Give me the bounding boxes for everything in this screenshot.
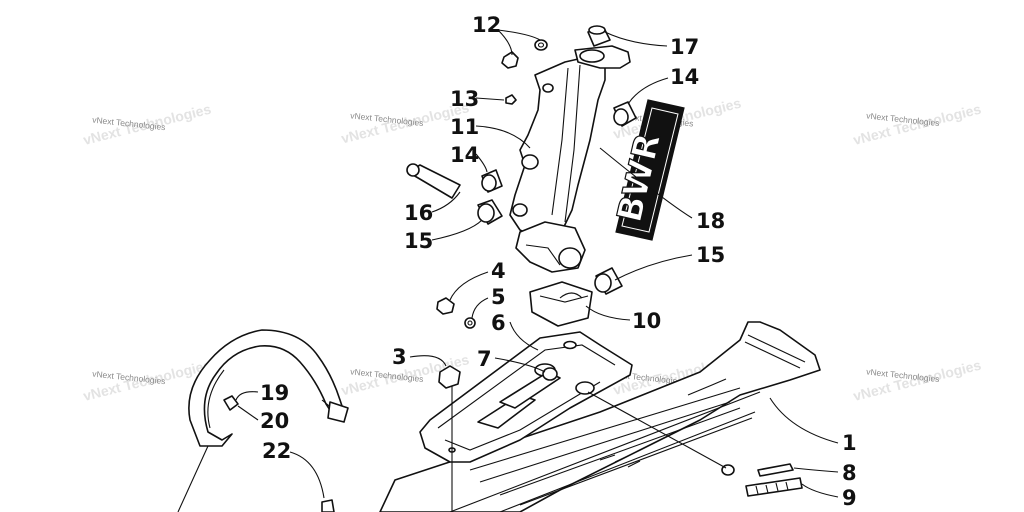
- callout-9: 9: [842, 486, 857, 510]
- callout-16: 16: [404, 201, 433, 225]
- leader-lines: [177, 29, 839, 512]
- callout-3: 3: [392, 345, 407, 369]
- callout-22: 22: [262, 439, 291, 463]
- ski-part: [379, 321, 821, 512]
- callout-labels: 12 17 14 13 11 14 16 15 18 15 4 5 6 10 3…: [260, 13, 857, 510]
- callout-12: 12: [472, 13, 501, 37]
- callout-18: 18: [696, 209, 725, 233]
- callout-11: 11: [450, 115, 479, 139]
- callout-4: 4: [491, 259, 506, 283]
- callout-20: 20: [260, 409, 289, 433]
- spindle-saddle-part: [419, 331, 633, 463]
- spindle-tube-part: [509, 45, 631, 273]
- callout-13: 13: [450, 87, 479, 111]
- grab-loop-part: [188, 329, 349, 447]
- callout-8: 8: [842, 461, 857, 485]
- callout-14: 14: [670, 65, 699, 89]
- callout-15: 15: [404, 229, 433, 253]
- callout-14: 14: [450, 143, 479, 167]
- callout-6: 6: [491, 311, 506, 335]
- hardware-parts: [223, 39, 803, 512]
- callout-19: 19: [260, 381, 289, 405]
- cap-part: [587, 25, 611, 47]
- callout-7: 7: [477, 347, 492, 371]
- callout-17: 17: [670, 35, 699, 59]
- callout-10: 10: [632, 309, 661, 333]
- callout-5: 5: [491, 285, 506, 309]
- callout-15: 15: [696, 243, 725, 267]
- callout-1: 1: [842, 431, 857, 455]
